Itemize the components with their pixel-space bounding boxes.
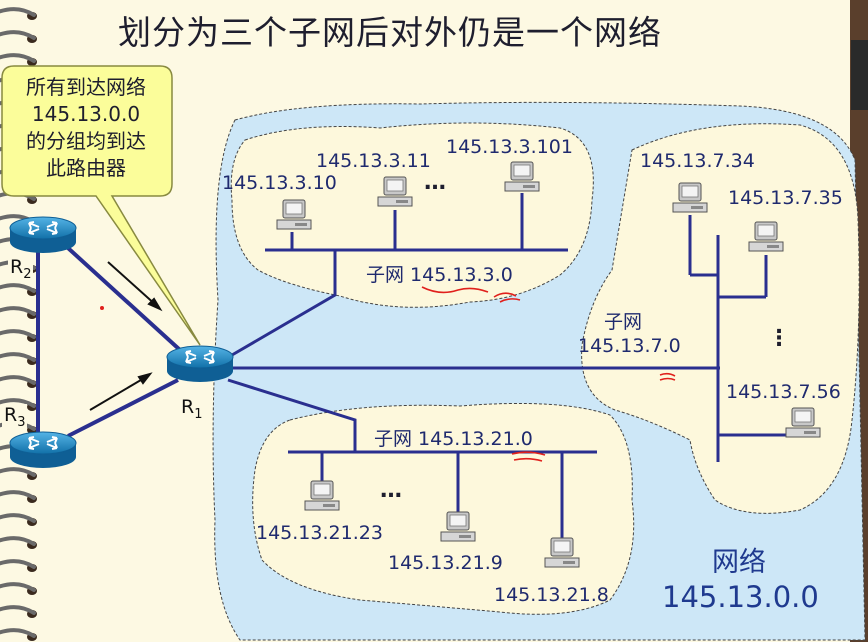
host-address: 145.13.21.23 [256, 522, 383, 544]
router-r3-icon [9, 431, 77, 469]
subnet-3-label: 子网 145.13.3.0 [366, 264, 513, 286]
host-address: 145.13.7.35 [728, 187, 843, 209]
host-address: 145.13.7.34 [640, 150, 755, 172]
binding-ring [0, 375, 36, 385]
host-address: 145.13.3.101 [446, 136, 573, 158]
subnet-7-address: 145.13.7.0 [578, 335, 681, 357]
network-address: 145.13.0.0 [662, 580, 819, 614]
binding-ring [0, 306, 36, 316]
callout-text: 所有到达网络 145.13.0.0 的分组均到达 此路由器 [6, 74, 166, 182]
binding-ring [0, 329, 36, 339]
binding-ring [0, 283, 36, 293]
host-address: 145.13.7.56 [726, 381, 841, 403]
network-label: 网络 [712, 547, 766, 578]
subnet-7-label: 子网 [604, 311, 643, 333]
binding-ring [0, 605, 36, 615]
binding-ring [0, 490, 36, 500]
router-r3-label: R3 [2, 404, 28, 430]
binding-ring [0, 513, 36, 523]
binding-ring [0, 53, 36, 63]
binding-ring [0, 467, 36, 477]
host-address: 145.13.21.8 [494, 584, 609, 606]
binding-ring [0, 582, 36, 592]
subnet-21-cloud [252, 402, 635, 615]
router-r1-label: R1 [181, 396, 203, 422]
red-annotation-marks [100, 286, 676, 462]
callout-line: 所有到达网络 [26, 75, 146, 99]
binding-ring [0, 30, 36, 40]
host-address: 145.13.21.9 [388, 552, 503, 574]
more-hosts-ellipsis: … [380, 478, 402, 503]
subnet-3-cloud [230, 122, 594, 308]
backbone-links [227, 250, 720, 452]
callout-line: 的分组均到达 [26, 129, 146, 153]
router-r2-label: R2 [8, 256, 34, 282]
callout-line: 145.13.0.0 [31, 102, 141, 126]
router-r1-icon [166, 345, 234, 383]
binding-ring [0, 352, 36, 362]
more-hosts-ellipsis: ⋮ [768, 326, 790, 351]
slide-title: 划分为三个子网后对外仍是一个网络 [118, 13, 662, 52]
callout-line: 此路由器 [46, 156, 126, 180]
traffic-arrows [89, 261, 163, 411]
inter-router-links [36, 235, 182, 442]
more-hosts-ellipsis: … [424, 170, 446, 195]
callout-bubble [1, 65, 201, 346]
subnet-21-label: 子网 145.13.21.0 [374, 428, 533, 450]
subnet-7-cloud [581, 123, 860, 514]
router-r2-icon [9, 216, 77, 254]
binding-ring [0, 536, 36, 546]
subnet-7-bus [688, 215, 790, 462]
subnet-3-bus [265, 193, 568, 252]
binding-ring [0, 628, 36, 638]
host-address: 145.13.3.10 [222, 172, 337, 194]
host-address: 145.13.3.11 [316, 150, 431, 172]
binding-ring [0, 398, 36, 408]
binding-ring [0, 559, 36, 569]
subnet-21-bus [288, 450, 597, 540]
binding-ring [0, 7, 36, 17]
